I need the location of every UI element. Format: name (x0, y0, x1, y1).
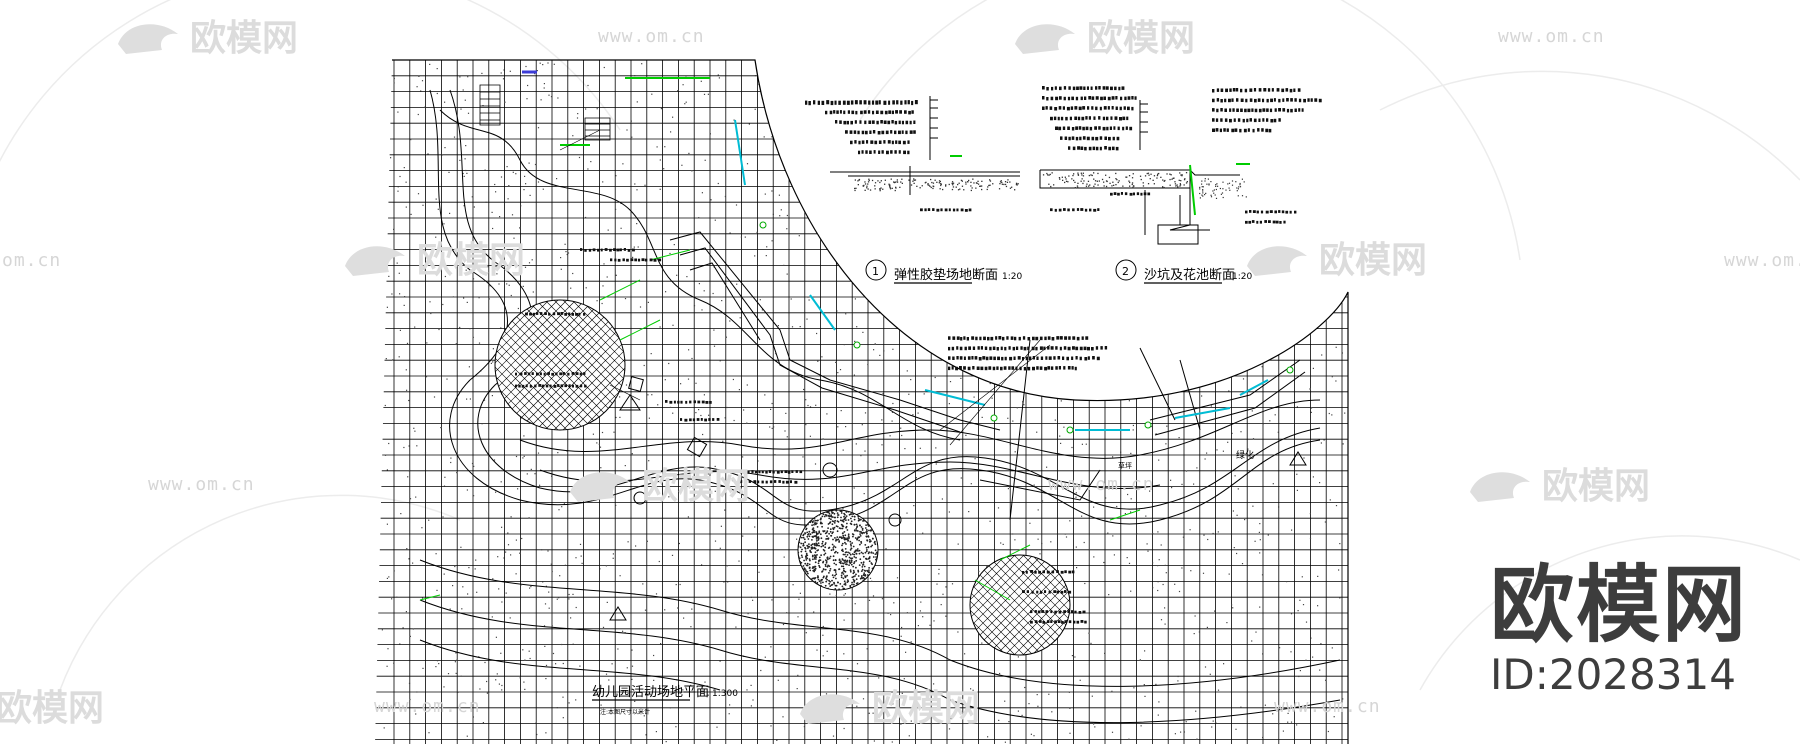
section-1-scale: 1:20 (1002, 272, 1022, 282)
leader-lines (559, 129, 1051, 446)
watermark-arcs (0, 0, 1800, 691)
svg-text:欧模网: 欧模网 (1542, 466, 1650, 507)
watermark-brand-edge: 欧模网 (0, 688, 104, 729)
rubber-mat-circle (494, 299, 626, 431)
contours (419, 89, 1341, 724)
section-detail-2 (1039, 100, 1250, 245)
brand-name: 欧模网 (1489, 556, 1748, 654)
watermark-logo: 欧模网 (1470, 466, 1650, 507)
label-grass: 草坪 (1118, 461, 1132, 470)
watermark-logo: 欧模网 (800, 688, 980, 729)
watermark-logo: 欧模网 (570, 466, 750, 507)
cad-annotations (515, 86, 1322, 624)
section-detail-1 (830, 96, 1020, 195)
watermark-logo: 欧模网 (118, 18, 298, 59)
section-1-title-block: 1 弹性胶垫场地断面 1:20 (865, 259, 1022, 284)
watermark-url: www.om.cn (1048, 474, 1155, 495)
brand-stamp: 欧模网 ID:2028314 (1490, 560, 1748, 700)
svg-text:欧模网: 欧模网 (642, 466, 750, 507)
watermark-url: www.om.cn (1274, 696, 1381, 717)
sand-pit-circle (969, 554, 1071, 656)
watermark-url: www.om.cn (1498, 26, 1605, 47)
plan-title: 幼儿园活动场地平面 (592, 685, 709, 700)
watermark-url: www.om.cn (598, 26, 705, 47)
svg-text:欧模网: 欧模网 (190, 18, 298, 59)
plan-title-block: 幼儿园活动场地平面 1:300 注:本图尺寸以米计 草坪 绿化 (592, 449, 1254, 716)
svg-text:欧模网: 欧模网 (1087, 18, 1195, 59)
watermark-url-partial: om.cn (2, 250, 61, 271)
section-2-scale: 1:20 (1232, 272, 1252, 282)
svg-text:欧模网: 欧模网 (872, 688, 980, 729)
gravel-circle (797, 509, 879, 591)
watermark-logo: 欧模网 (345, 240, 525, 281)
plan-note: 注:本图尺寸以米计 (600, 708, 650, 716)
svg-text:欧模网: 欧模网 (417, 240, 525, 281)
section-1-number: 1 (872, 265, 879, 278)
color-accents (419, 70, 1269, 601)
plan-scale: 1:300 (712, 689, 738, 699)
section-2-number: 2 (1122, 265, 1129, 278)
watermark-logo: 欧模网 (1247, 240, 1427, 281)
watermark-url: www.om.cn (148, 474, 255, 495)
watermarks: 欧模网 欧模网 欧模网 欧模网 欧模网 欧模网 欧模网 欧模网 www.om.c… (0, 18, 1800, 729)
watermark-url: www.om.cn (374, 696, 481, 717)
node-markers (759, 221, 1294, 434)
site-boundary (392, 59, 1349, 744)
svg-text:欧模网: 欧模网 (1319, 240, 1427, 281)
section-cut-lines (1009, 339, 1201, 521)
stair-strip (669, 231, 1306, 501)
section-2-title-block: 2 沙坑及花池断面 1:20 (1115, 259, 1252, 284)
stairs (479, 84, 611, 141)
section-2-title: 沙坑及花池断面 (1144, 267, 1235, 283)
section-1-title: 弹性胶垫场地断面 (894, 267, 998, 283)
label-green: 绿化 (1236, 449, 1254, 461)
watermark-logo: 欧模网 (1015, 18, 1195, 59)
model-id: ID:2028314 (1489, 650, 1736, 699)
watermark-url: www.om.cn (1724, 250, 1800, 271)
site-plan (375, 59, 1349, 744)
